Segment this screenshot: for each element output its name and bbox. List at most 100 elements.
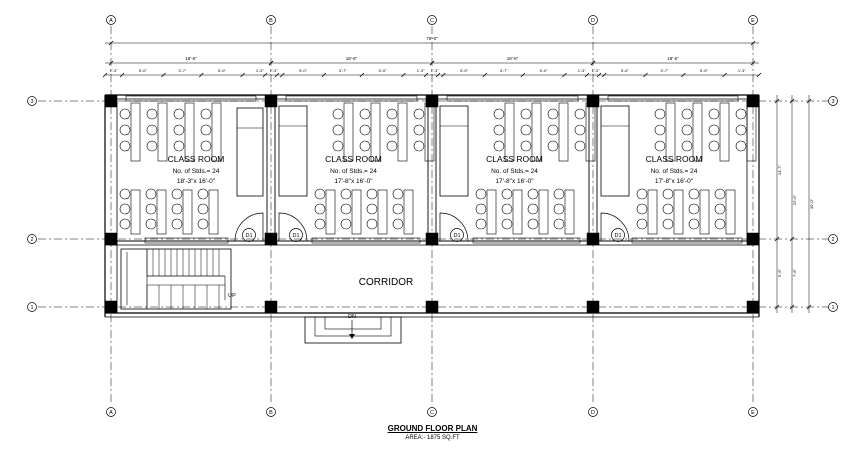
dimension-tick — [359, 72, 365, 78]
chair — [654, 140, 666, 152]
chair — [145, 188, 157, 200]
grid-label-bottom-C: C — [430, 410, 434, 416]
room-name: CLASS ROOM — [486, 154, 543, 164]
desk — [182, 189, 193, 235]
chair — [688, 218, 700, 230]
chair — [119, 124, 131, 136]
desk — [211, 102, 222, 162]
dimension-tick — [789, 236, 795, 242]
chair — [386, 108, 398, 120]
chair — [359, 140, 371, 152]
chair — [708, 140, 720, 152]
sub-dimension-text: 5'-0" — [299, 68, 308, 73]
chair — [197, 218, 209, 230]
desk — [719, 102, 730, 162]
dimension-tick — [280, 72, 285, 78]
chair — [493, 108, 505, 120]
desk — [512, 189, 523, 235]
dimension-tick — [750, 60, 756, 66]
chair — [574, 124, 586, 136]
chair — [475, 188, 487, 200]
door-label: D1 — [245, 233, 252, 239]
chair — [392, 218, 404, 230]
dimension-tick — [643, 72, 648, 78]
sub-dimension-text: 1'-3" — [110, 68, 119, 73]
room-size: 17'-8"x 16'-0" — [495, 178, 534, 185]
sub-dimension-text: 1'-3" — [738, 68, 747, 73]
chair — [314, 188, 326, 200]
chair — [200, 140, 212, 152]
chair — [366, 203, 378, 215]
desk — [665, 102, 676, 162]
room-student-count: No. of Stds.= 24 — [330, 168, 377, 175]
chair — [119, 188, 131, 200]
bay-dimension-text: 18'-6" — [346, 56, 358, 61]
chair — [553, 188, 565, 200]
chair — [119, 140, 131, 152]
chair — [735, 108, 747, 120]
door-tag — [450, 228, 464, 242]
chair — [171, 203, 183, 215]
room-student-count: No. of Stds.= 24 — [173, 168, 220, 175]
window — [446, 95, 579, 102]
sub-dimension-text: 1'-3" — [270, 68, 279, 73]
dimension-tick — [240, 72, 245, 78]
structural-column — [104, 94, 118, 108]
chair — [332, 140, 344, 152]
corridor-window — [472, 237, 581, 244]
chair — [145, 203, 157, 215]
chair — [527, 188, 539, 200]
chair — [146, 140, 158, 152]
entrance-arrowhead — [349, 334, 355, 339]
corridor-window — [631, 237, 743, 244]
desk — [184, 102, 195, 162]
sub-dimension-text: 3'-7" — [500, 68, 509, 73]
chair — [119, 203, 131, 215]
grid-label-bottom-D: D — [591, 410, 595, 416]
structural-column — [746, 94, 760, 108]
dimension-tick — [774, 236, 780, 242]
chair — [547, 140, 559, 152]
chair — [392, 188, 404, 200]
chair — [501, 188, 513, 200]
dimension-tick — [321, 72, 327, 78]
bay-dimension-text: 18'-6" — [507, 56, 519, 61]
chair — [475, 218, 487, 230]
window — [285, 95, 418, 102]
structural-column — [264, 94, 278, 108]
teacher-desk — [278, 105, 308, 197]
chair — [359, 108, 371, 120]
dimension-tick — [262, 72, 268, 78]
room-name: CLASS ROOM — [168, 154, 225, 164]
room-student-count: No. of Stds.= 24 — [491, 168, 538, 175]
desk — [208, 189, 219, 235]
chair — [688, 188, 700, 200]
chair — [501, 203, 513, 215]
chair — [340, 218, 352, 230]
dimension-tick — [590, 60, 596, 66]
chair — [527, 218, 539, 230]
grid-bubble-left-2 — [27, 234, 37, 244]
desk — [746, 102, 757, 162]
desk — [156, 189, 167, 235]
chair — [520, 108, 532, 120]
grid-bubble-right-2 — [828, 234, 838, 244]
chair — [636, 218, 648, 230]
window — [125, 95, 257, 102]
desk — [370, 102, 381, 162]
room-name: CLASS ROOM — [646, 154, 703, 164]
grid-label-left-1: 1 — [30, 305, 33, 311]
grid-label-right-3: 3 — [831, 99, 834, 105]
chair — [146, 124, 158, 136]
grid-bubble-top-B — [266, 15, 276, 25]
room-size: 17'-8"x 16'-0" — [334, 178, 373, 185]
grid-bubble-left-3 — [27, 96, 37, 106]
grid-bubble-left-1 — [27, 302, 37, 312]
grid-bubble-top-A — [106, 15, 116, 25]
grid-label-right-1: 1 — [831, 305, 834, 311]
chair — [681, 108, 693, 120]
chair — [662, 188, 674, 200]
desk — [424, 102, 435, 162]
grid-label-top-C: C — [430, 18, 434, 24]
